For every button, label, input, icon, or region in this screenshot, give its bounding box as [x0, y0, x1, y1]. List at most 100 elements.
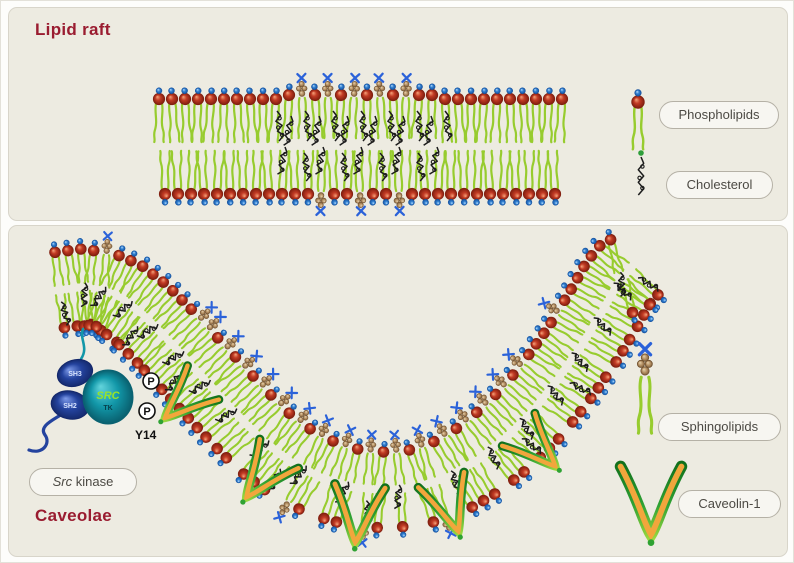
sphingolipid-glyph [252, 386, 299, 432]
phospholipid-glyph [287, 149, 302, 206]
phospholipid-glyph [127, 264, 161, 305]
glycan-x-icon [373, 72, 385, 84]
cholesterol-glyph [415, 110, 425, 142]
glycan-x-icon [266, 367, 280, 381]
sphingolipid-glyph [502, 347, 551, 391]
phospholipid-glyph [410, 83, 426, 140]
phospholipid-glyph [83, 239, 100, 286]
phospholipid-glyph [472, 462, 502, 504]
phospholipid-glyph [223, 149, 237, 206]
cholesterol-glyph [136, 323, 159, 339]
phospholipid-glyph [100, 245, 126, 289]
phospholipid-glyph [567, 270, 611, 299]
lipid-raft-title: Lipid raft [35, 20, 111, 39]
sh2-domain-label: SH2 [63, 403, 77, 410]
phospholipid-glyph [88, 295, 120, 337]
sphingolipid-glyph [373, 72, 389, 140]
cholesterol-tip-dot [638, 150, 644, 156]
src-sh3-domain [56, 358, 94, 388]
sphingolipid-glyph [172, 300, 219, 347]
glycan-x-icon [205, 300, 219, 314]
phospholipid-glyph [281, 83, 296, 140]
phospholipid-glyph [224, 367, 262, 403]
phospholipid-glyph [230, 87, 245, 144]
cholesterol-glyph [60, 301, 72, 326]
glycan-x-icon [344, 424, 357, 437]
lipid-raft-membrane [152, 72, 569, 217]
sphingolipid-glyph [351, 149, 367, 217]
phospholipid-glyph [308, 83, 324, 140]
phospholipid-glyph [516, 87, 532, 144]
cholesterol-glyph [571, 352, 589, 373]
cholesterol-glyph [423, 115, 434, 146]
phospholipid-glyph [158, 149, 172, 206]
cholesterol-glyph [519, 417, 535, 440]
sphingolipid-glyph [234, 367, 280, 414]
caveolin-1-glyph [497, 408, 562, 473]
sphingolipid-glyph [329, 424, 357, 480]
phospholipid-glyph [165, 87, 181, 144]
phospho-p-label: P [143, 406, 150, 418]
phospholipid-glyph [344, 438, 364, 484]
phospholipid-glyph [541, 315, 584, 344]
cholesterol-glyph [112, 300, 133, 318]
phospholipid-glyph [118, 256, 151, 298]
phospholipid-glyph [145, 281, 182, 320]
sphingolipid-glyph [180, 310, 227, 356]
cholesterol-glyph [339, 115, 350, 146]
phospholipid-glyph [152, 87, 166, 144]
phospholipid-glyph [83, 291, 107, 336]
phospholipid-glyph [489, 87, 504, 144]
glycan-x-icon [322, 72, 333, 84]
legend-label-phospholipids: Phospholipids [659, 101, 779, 129]
cholesterol-glyph [161, 351, 185, 366]
sphingolipid-glyph [389, 429, 406, 486]
cholesterol-glyph [613, 282, 632, 301]
cholesterol-glyph [617, 271, 627, 297]
caveolin-1-glyph [413, 467, 469, 540]
phospholipid-glyph [590, 329, 633, 358]
cholesterol-glyph [487, 446, 501, 470]
cholesterol-glyph [90, 286, 107, 307]
phospholipid-glyph [178, 87, 193, 144]
phospholipid-glyph [631, 89, 645, 151]
cholesterol-glyph [387, 110, 397, 142]
phospholipid-glyph [508, 149, 523, 206]
sphingolipid-glyph [430, 414, 468, 467]
phospholipid-glyph [574, 354, 616, 385]
phospholipid-glyph [403, 439, 426, 484]
cholesterol-glyph [340, 152, 350, 182]
glycan-x-icon [401, 72, 412, 84]
phospholipid-glyph [503, 87, 518, 144]
legend-label-src-kinase: Src kinase [29, 468, 137, 496]
caveolin-1-glyph [240, 434, 304, 505]
phospholipid-glyph [207, 348, 245, 385]
phospholipid-glyph [529, 87, 543, 144]
sphingolipid-glyph [486, 367, 534, 412]
glycan-x-icon [349, 72, 361, 84]
phospholipid-glyph [449, 418, 477, 461]
cholesterol-glyph [302, 152, 312, 182]
sphingolipid-glyph [315, 149, 328, 217]
phospholipid-glyph [137, 272, 172, 312]
cholesterol-glyph [303, 110, 313, 142]
cholesterol-glyph [416, 152, 426, 182]
cholesterol-glyph [637, 276, 659, 292]
glycan-x-icon [250, 349, 264, 363]
phospholipid-glyph [49, 241, 65, 287]
cholesterol-glyph [569, 381, 592, 396]
phospholipid-glyph [312, 430, 340, 474]
phospholipid-glyph [195, 149, 211, 206]
glycan-x-icon [303, 401, 317, 415]
cholesterol-glyph [277, 146, 288, 175]
phospholipid-glyph [242, 386, 280, 422]
phospholipid-glyph [210, 149, 226, 206]
phospholipid-glyph [266, 403, 297, 445]
phospholipid-glyph [188, 329, 227, 364]
cholesterol-glyph [311, 115, 322, 146]
cholesterol-glyph [443, 110, 453, 142]
phospholipid-glyph [62, 239, 80, 286]
phospholipid-glyph [129, 334, 165, 372]
cholesterol-glyph [80, 282, 89, 308]
caveolin-1-glyph [158, 361, 224, 425]
